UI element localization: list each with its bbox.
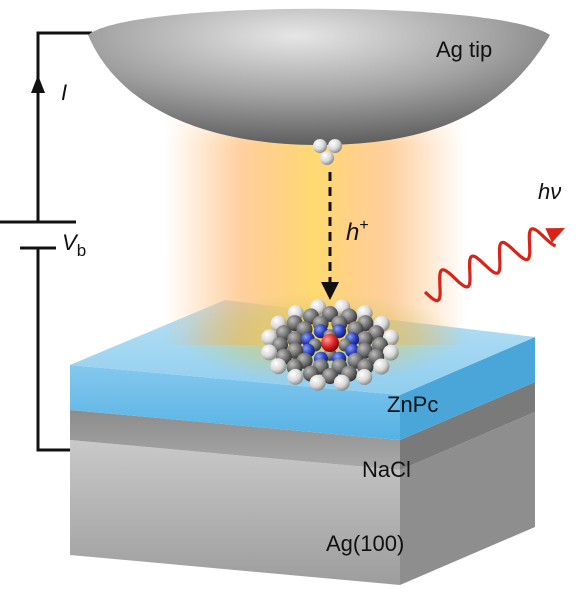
hydrogen-atom <box>309 374 326 391</box>
bias-subscript: b <box>77 241 86 260</box>
ag-substrate-layer <box>70 412 535 585</box>
substrate-label: Ag(100) <box>326 531 404 556</box>
battery-icon <box>0 220 76 250</box>
nacl-label: NaCl <box>362 457 411 482</box>
hydrogen-atom <box>356 369 373 385</box>
hydrogen-atom <box>333 374 350 391</box>
current-arrow-icon <box>31 75 45 93</box>
carbon-atom <box>356 331 373 348</box>
hydrogen-atom <box>382 344 399 361</box>
bias-label: Vb <box>62 230 86 260</box>
bias-main: V <box>62 230 79 255</box>
photon-wave-icon <box>423 227 565 303</box>
photon-label: hν <box>538 179 561 204</box>
atom-cluster-icon <box>313 139 342 165</box>
hydrogen-atom <box>373 358 390 375</box>
hole-symbol: h <box>346 219 359 246</box>
hydrogen-atom <box>261 344 278 361</box>
hole-injection-arrow <box>321 172 339 300</box>
znpc-label: ZnPc <box>387 392 438 417</box>
photon-h: h <box>538 179 550 204</box>
znpc-molecule-icon <box>261 299 399 391</box>
hole-label: h+ <box>346 217 369 246</box>
tip-label: Ag tip <box>436 37 492 62</box>
zinc-atom <box>321 334 339 352</box>
hydrogen-atom <box>270 358 287 375</box>
current-label: I <box>61 80 67 105</box>
photon-nu: ν <box>550 179 561 204</box>
circuit <box>36 31 92 452</box>
hydrogen-atom <box>287 368 304 385</box>
nacl-layer <box>70 382 535 470</box>
carbon-atom <box>322 368 338 384</box>
hole-superscript: + <box>359 217 368 234</box>
ag-tip <box>88 8 550 145</box>
carbon-atom <box>287 331 304 348</box>
